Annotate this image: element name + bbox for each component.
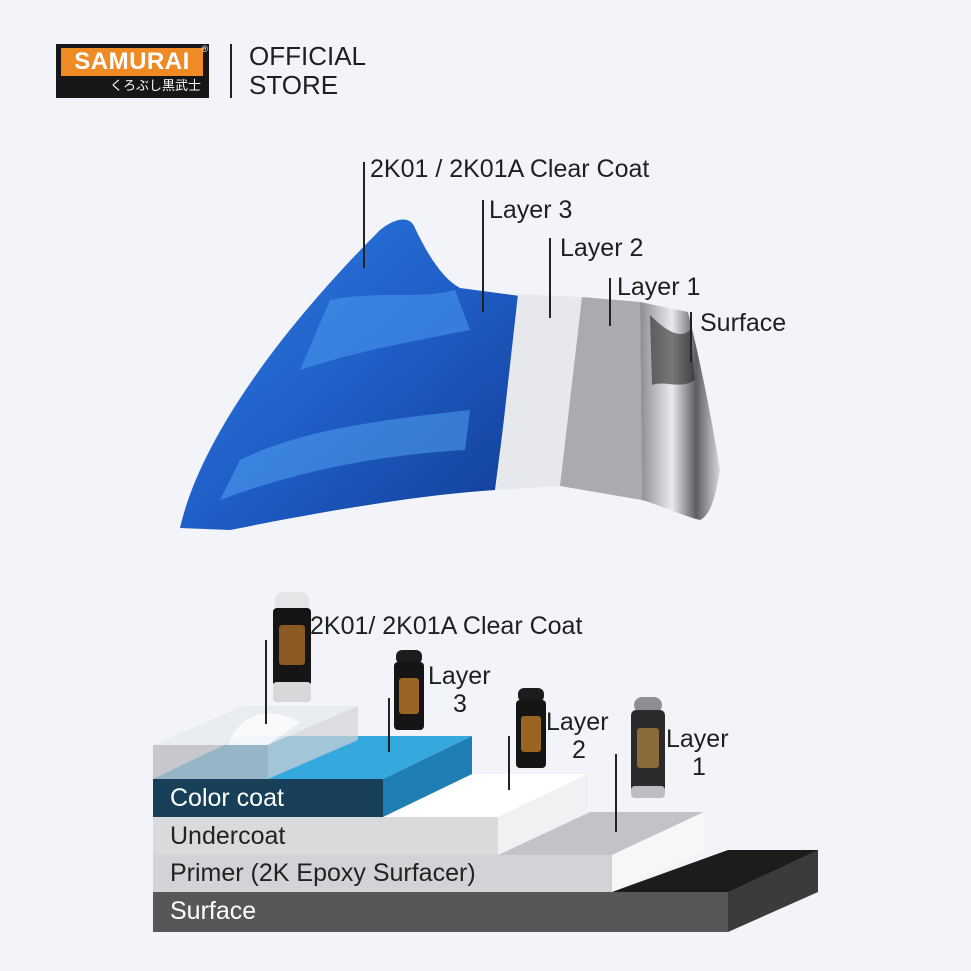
photo-label-layer3: Layer 3: [489, 196, 573, 224]
diagram-label-layer1-num: 1: [692, 753, 706, 781]
diagram-label-layer3-num: 3: [453, 690, 467, 718]
white-layer-band: [496, 294, 582, 490]
diagram-label-layer3-word: Layer: [428, 662, 491, 690]
gray-layer-band: [560, 297, 642, 500]
diagram-label-clear-coat: 2K01/ 2K01A Clear Coat: [310, 612, 583, 640]
layer-name-primer: Primer (2K Epoxy Surfacer): [170, 859, 476, 887]
photo-label-surface: Surface: [700, 309, 787, 337]
spray-can-clear-coat: [273, 592, 311, 702]
logo-wordmark: SAMURAI: [61, 48, 203, 76]
store-line-2: STORE: [249, 70, 339, 100]
layer-name-color-coat: Color coat: [170, 784, 284, 812]
store-line-1: OFFICIAL: [249, 41, 367, 71]
photo-label-clear-coat: 2K01 / 2K01A Clear Coat: [370, 155, 650, 183]
undercoat-layer-top: [383, 774, 588, 817]
diagram-label-layer2-word: Layer: [546, 708, 609, 736]
primer-layer-side: [612, 812, 704, 892]
official-store-title: OFFICIAL STORE: [249, 42, 366, 100]
spray-can-layer2: [516, 688, 546, 768]
layer-name-surface: Surface: [170, 897, 257, 925]
primer-layer-front: [153, 855, 612, 892]
samurai-logo: SAMURAI ® くろぶし黒武士: [56, 44, 209, 98]
color-coat-layer-side: [383, 736, 472, 817]
undercoat-layer-side: [498, 774, 588, 855]
color-coat-layer-front: [153, 779, 383, 817]
surface-stain: [650, 315, 695, 385]
spray-can-layer1: [631, 697, 665, 798]
blue-reflection: [220, 410, 470, 500]
logo-subtext: くろぶし黒武士: [109, 78, 201, 93]
logo-registered-mark: ®: [201, 44, 208, 54]
photo-label-layer1: Layer 1: [617, 273, 701, 301]
header-divider: [230, 44, 232, 98]
logo-text: SAMURAI: [74, 48, 190, 75]
undercoat-layer-front: [153, 817, 498, 855]
surface-layer-side: [728, 850, 818, 932]
diagram-label-layer1-word: Layer: [666, 725, 729, 753]
blue-highlight: [300, 290, 470, 370]
surface-layer-front: [153, 892, 728, 932]
clear-coat-layer-side: [268, 706, 358, 779]
primer-layer-top: [498, 812, 704, 855]
diagram-label-layer2-num: 2: [572, 736, 586, 764]
layer-name-undercoat: Undercoat: [170, 822, 286, 850]
photo-label-layer2: Layer 2: [560, 234, 644, 262]
clear-coat-layer-front: [153, 745, 268, 779]
spray-can-layer3: [394, 650, 424, 730]
clear-coat-gloss: [228, 713, 300, 745]
